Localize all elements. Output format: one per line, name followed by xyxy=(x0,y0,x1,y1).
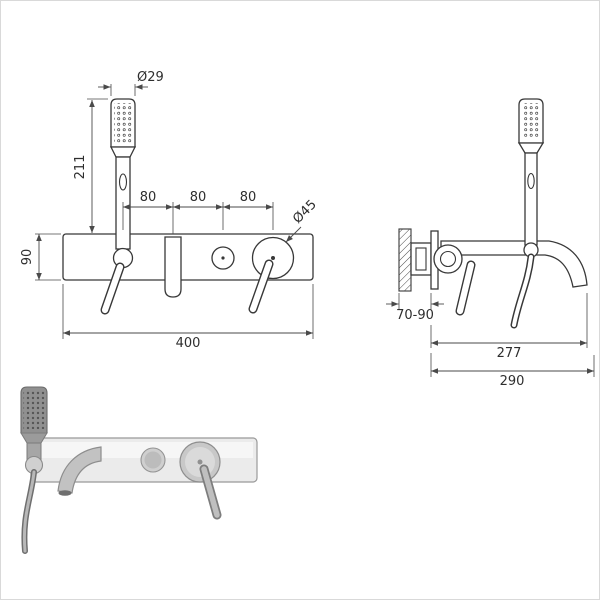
embedded-valve-inner xyxy=(415,247,427,271)
spout-side xyxy=(440,240,588,288)
spray-face-dots xyxy=(114,103,132,143)
render-hose xyxy=(21,469,37,554)
dim-label-spout-reach: 277 xyxy=(497,346,522,361)
mixer-knob-center xyxy=(271,256,275,260)
dim-label-total-reach: 290 xyxy=(500,374,525,389)
render-spray-face-dots xyxy=(23,391,45,429)
dim-label-plate-width: 400 xyxy=(176,336,201,351)
dim-label-mixer-knob-diameter: Ø45 xyxy=(290,197,320,227)
dim-label-plate-height: 90 xyxy=(20,249,35,266)
render-spout-opening xyxy=(58,490,72,496)
spray-face-dots-side xyxy=(522,103,540,139)
dim-label-spacing-1: 80 xyxy=(140,190,157,205)
left-lever-front xyxy=(100,262,125,315)
side-view-drawing: 70-90 277 290 xyxy=(386,98,595,389)
dim-label-spacing-3: 80 xyxy=(240,190,257,205)
product-render xyxy=(20,386,258,554)
render-mixer-lever xyxy=(199,464,222,520)
wall-section xyxy=(398,228,412,292)
valve-circle-outer xyxy=(433,244,463,274)
render-mixer-knob-center xyxy=(197,459,203,465)
diverter-knob-center xyxy=(221,256,225,260)
front-view-dimensions: Ø29 211 80 80 80 Ø45 90 xyxy=(20,70,320,351)
dim-label-handshower-height: 211 xyxy=(73,155,88,180)
dim-label-handshower-diameter: Ø29 xyxy=(137,70,164,85)
valve-circle-inner xyxy=(439,250,457,268)
handle-slot xyxy=(118,173,128,191)
dim-label-wall-depth-range: 70-90 xyxy=(396,308,434,323)
side-view-dimensions: 70-90 277 290 xyxy=(386,293,595,389)
front-view-drawing: Ø29 211 80 80 80 Ø45 90 xyxy=(20,70,320,351)
spout-front xyxy=(164,236,182,298)
hose-side xyxy=(510,253,535,329)
dim-label-spacing-2: 80 xyxy=(190,190,207,205)
handshower-side xyxy=(517,98,545,246)
handshower-front xyxy=(109,98,137,250)
handle-slot-side xyxy=(527,172,535,190)
render-diverter-knob-inner xyxy=(144,451,162,469)
mixer-lever-front xyxy=(248,259,274,314)
lever-side xyxy=(455,260,476,316)
